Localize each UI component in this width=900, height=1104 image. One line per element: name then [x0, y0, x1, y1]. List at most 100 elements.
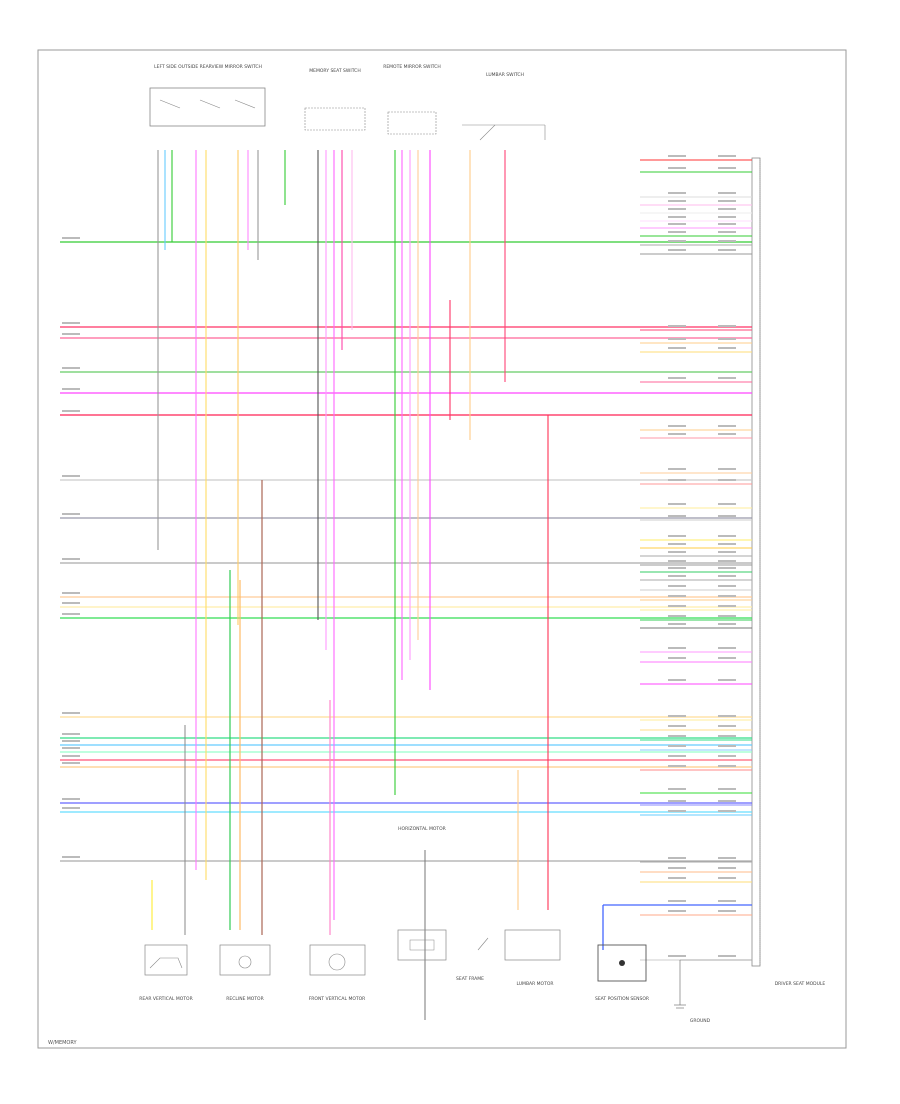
wire-label-mark — [718, 231, 736, 233]
wire-label-mark — [718, 249, 736, 251]
wire-label-mark — [718, 647, 736, 649]
wire-label-mark — [62, 602, 80, 604]
wire-label-mark — [718, 679, 736, 681]
wire-label-mark — [718, 468, 736, 470]
wire-label-mark — [668, 560, 686, 562]
wire-label-mark — [668, 877, 686, 879]
wire-label-mark — [668, 479, 686, 481]
wire-label-mark — [718, 208, 736, 210]
wire-label-mark — [62, 558, 80, 560]
wire-label-mark — [718, 223, 736, 225]
wire-label-mark — [668, 223, 686, 225]
wire-label-mark — [668, 647, 686, 649]
wire-label-mark — [718, 857, 736, 859]
wire-label-mark — [718, 715, 736, 717]
wire-label-mark — [718, 535, 736, 537]
footer-code: W/MEMORY — [48, 1040, 78, 1046]
wire-label-mark — [668, 615, 686, 617]
wire-harness — [60, 150, 752, 1020]
wire-label-mark — [668, 325, 686, 327]
wire-label-mark — [62, 712, 80, 714]
wire-label-mark — [668, 208, 686, 210]
wire-label-mark — [668, 867, 686, 869]
wire-label-mark — [718, 200, 736, 202]
wire-label-mark — [718, 192, 736, 194]
seat-position-sensor-label: SEAT POSITION SENSOR — [595, 996, 649, 1002]
wire-label-mark — [668, 216, 686, 218]
ground-symbol: GROUND — [674, 960, 711, 1024]
wire-labels — [62, 155, 736, 957]
wire-label-mark — [62, 513, 80, 515]
wire-label-mark — [718, 788, 736, 790]
wire-label-mark — [718, 503, 736, 505]
wire-label-mark — [718, 167, 736, 169]
seat-frame: SEAT FRAME — [456, 937, 489, 982]
wire-label-mark — [718, 325, 736, 327]
rear-vertical-motor: REAR VERTICAL MOTOR — [139, 944, 193, 1002]
front-vertical-motor-label: FRONT VERTICAL MOTOR — [309, 996, 366, 1002]
wire-label-mark — [668, 679, 686, 681]
wire-label-mark — [718, 433, 736, 435]
wire-label-mark — [668, 810, 686, 812]
wire-label-mark — [668, 735, 686, 737]
wire-label-mark — [718, 765, 736, 767]
recline-motor: RECLINE MOTOR — [219, 944, 271, 1002]
wire-label-mark — [718, 615, 736, 617]
seat-position-sensor: SEAT POSITION SENSOR — [595, 944, 649, 1002]
wire-label-mark — [668, 515, 686, 517]
wire-label-mark — [718, 877, 736, 879]
wire-label-mark — [718, 755, 736, 757]
wire-label-mark — [718, 900, 736, 902]
lumbar-motor: LUMBAR MOTOR — [504, 929, 561, 987]
wire-label-mark — [62, 410, 80, 412]
wire-label-mark — [668, 800, 686, 802]
wire-label-mark — [718, 745, 736, 747]
wire-label-mark — [718, 810, 736, 812]
wire-label-mark — [62, 613, 80, 615]
left-mirror-switch-box — [149, 87, 266, 127]
rear-vertical-motor-label: REAR VERTICAL MOTOR — [139, 996, 192, 1002]
wire-label-mark — [718, 347, 736, 349]
wire-label-mark — [62, 237, 80, 239]
ground-label: GROUND — [690, 1018, 711, 1024]
driver-seat-module-title: DRIVER SEAT MODULE — [775, 981, 826, 987]
lumbar-switch-box — [462, 124, 546, 141]
wire-label-mark — [62, 592, 80, 594]
wire-label-mark — [718, 585, 736, 587]
wire-label-mark — [718, 155, 736, 157]
wire-label-mark — [668, 543, 686, 545]
wire-label-mark — [668, 900, 686, 902]
wire-label-mark — [62, 475, 80, 477]
wire-label-mark — [668, 535, 686, 537]
remote-mirror-switch-title: REMOTE MIRROR SWITCH — [383, 64, 441, 70]
wire-label-mark — [62, 388, 80, 390]
wire-label-mark — [62, 367, 80, 369]
lumbar-switch-title: LUMBAR SWITCH — [486, 72, 524, 78]
wire-label-mark — [668, 231, 686, 233]
wire-label-mark — [62, 322, 80, 324]
wire-label-mark — [668, 377, 686, 379]
wire-label-mark — [668, 167, 686, 169]
wire-label-mark — [668, 585, 686, 587]
diagram-border — [37, 49, 847, 1049]
driver-seat-module-connector — [751, 157, 761, 967]
wire-label-mark — [62, 856, 80, 858]
wire-label-mark — [668, 605, 686, 607]
wire-label-mark — [668, 595, 686, 597]
wire-label-mark — [62, 798, 80, 800]
wire-label-mark — [668, 425, 686, 427]
horizontal-motor: HORIZONTAL MOTOR — [397, 826, 447, 961]
wire-label-mark — [668, 755, 686, 757]
wire-label-mark — [668, 857, 686, 859]
wire-label-mark — [62, 755, 80, 757]
wire-label-mark — [62, 807, 80, 809]
wire-label-mark — [668, 657, 686, 659]
wire-label-mark — [668, 623, 686, 625]
wire-label-mark — [668, 347, 686, 349]
wire-label-mark — [668, 788, 686, 790]
wire-label-mark — [62, 740, 80, 742]
wire-label-mark — [718, 551, 736, 553]
front-vertical-motor: FRONT VERTICAL MOTOR — [309, 944, 366, 1002]
wire-label-mark — [718, 725, 736, 727]
